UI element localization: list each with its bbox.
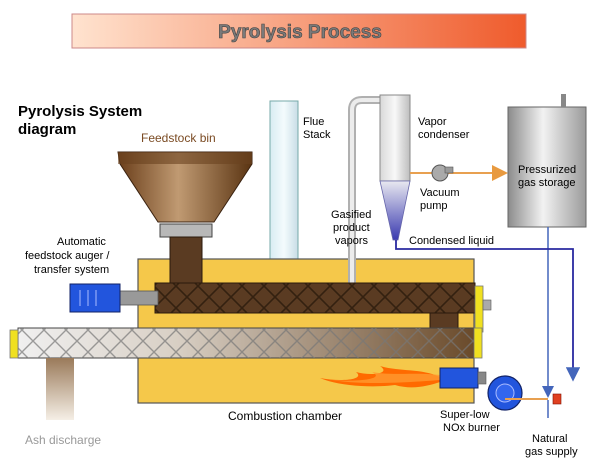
title-banner	[71, 13, 527, 49]
natural-gas-label-1: Natural	[532, 433, 567, 445]
gasified-vapors-label-1: Gasified	[331, 209, 371, 221]
ash-discharge-chute	[46, 358, 74, 420]
vapor-condenser-label-1: Vapor	[418, 116, 447, 128]
ash-auger-clamp-right	[473, 327, 483, 359]
gasified-vapors-label-2: product	[333, 222, 370, 234]
burner-label-2: NOx burner	[443, 422, 500, 434]
vapor-condenser-label-2: condenser	[418, 129, 470, 141]
auger-label-2: feedstock auger /	[25, 250, 110, 262]
vacuum-pump-label-2: pump	[420, 200, 448, 212]
burner-label-1: Super-low	[440, 409, 490, 421]
condenser-cone	[379, 180, 411, 241]
gas-valve	[552, 393, 562, 405]
condensed-liquid-label: Condensed liquid	[409, 235, 494, 247]
flue-stack-label-1: Flue	[303, 116, 324, 128]
flue-stack	[269, 100, 299, 260]
ash-discharge-label: Ash discharge	[25, 433, 101, 447]
gas-storage-label-1: Pressurized	[518, 164, 576, 176]
diagram-heading-line1: Pyrolysis System	[18, 103, 142, 120]
feedstock-bin-chute	[169, 236, 203, 286]
upper-auger-clamp	[474, 285, 484, 333]
diagram-heading-line2: diagram	[18, 121, 76, 138]
auger-motor-shaft	[117, 290, 159, 306]
gasified-vapors-label-3: vapors	[335, 235, 369, 247]
auger-motor	[69, 283, 121, 313]
gas-storage-tank	[507, 106, 587, 228]
auger-label-3: transfer system	[34, 264, 109, 276]
natural-gas-label-2: gas supply	[525, 446, 578, 458]
ash-auger-clamp-left	[9, 329, 19, 359]
vacuum-pump-label-1: Vacuum	[420, 187, 460, 199]
gas-storage-label-2: gas storage	[518, 177, 575, 189]
burner-flames	[320, 366, 440, 388]
auger-label-1: Automatic	[57, 236, 106, 248]
feedstock-bin-label: Feedstock bin	[141, 131, 216, 145]
condensed-liquid-line	[395, 240, 581, 382]
nox-burner	[439, 367, 479, 389]
flue-stack-label-2: Stack	[303, 129, 331, 141]
combustion-chamber-label: Combustion chamber	[228, 409, 342, 423]
vapor-condenser	[379, 94, 411, 182]
banner-title: Pyrolysis Process	[218, 22, 382, 43]
feedstock-bin-flange	[159, 223, 213, 238]
